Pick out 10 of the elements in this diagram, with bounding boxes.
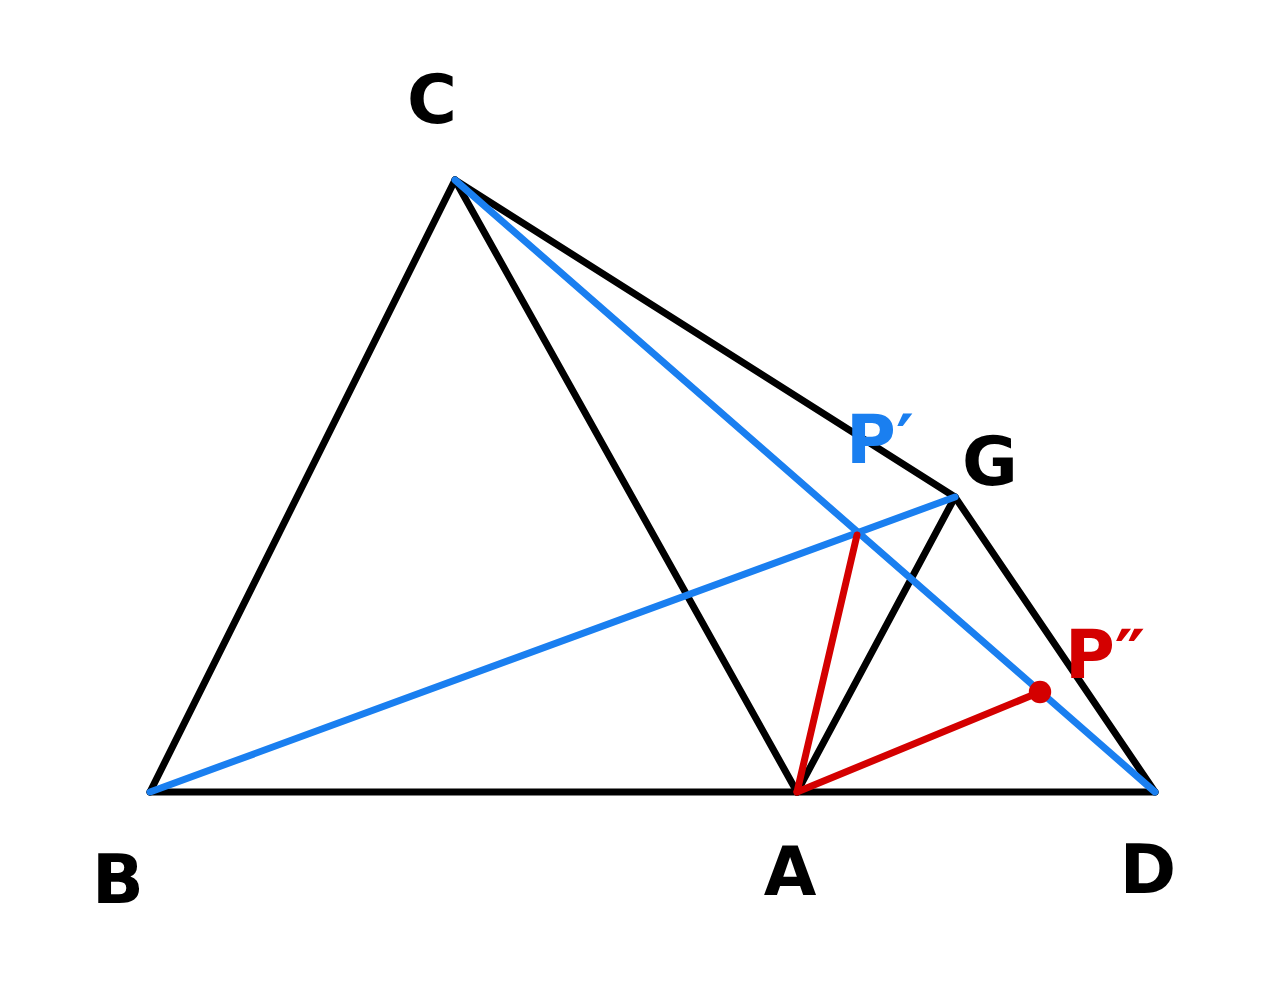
line-segment bbox=[451, 176, 1159, 796]
point-label: D bbox=[1119, 836, 1177, 904]
line-segment bbox=[793, 680, 1052, 796]
point-label: G bbox=[962, 428, 1018, 496]
point-label: A bbox=[763, 838, 817, 906]
point-label: C bbox=[407, 66, 457, 134]
line-segment bbox=[793, 531, 861, 796]
line-segment bbox=[146, 493, 959, 796]
point-label: B bbox=[92, 846, 144, 914]
point-label: P″ bbox=[1064, 621, 1146, 689]
